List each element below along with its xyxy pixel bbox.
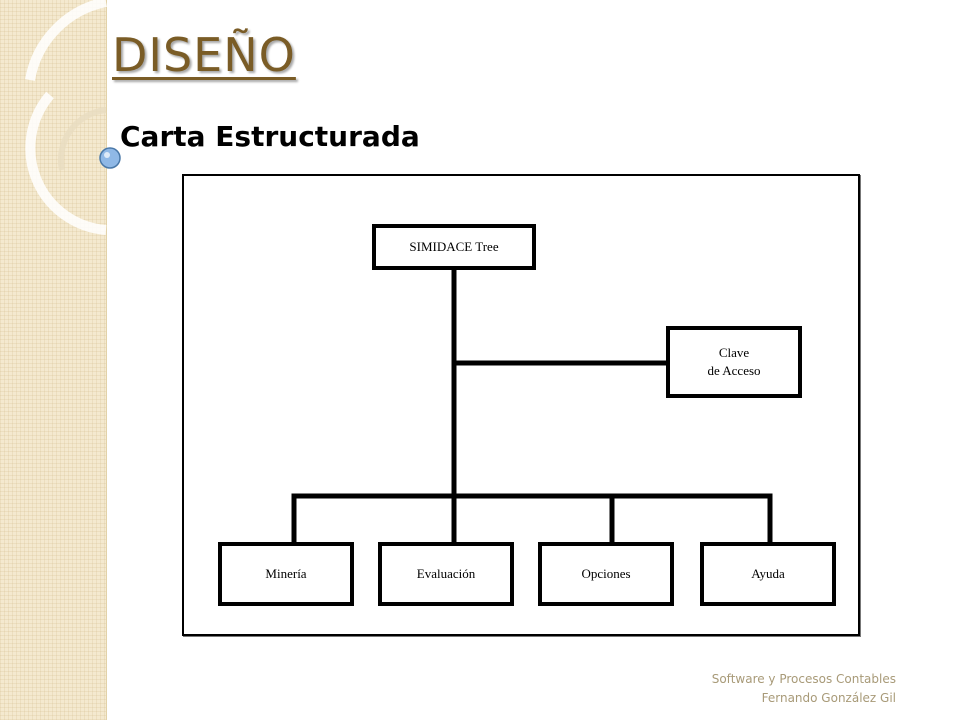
structure-chart: SIMIDACE Tree Clave de Acceso Minería Ev… bbox=[182, 174, 860, 636]
node-evaluation: Evaluación bbox=[378, 542, 514, 606]
slide-title: DISEÑO bbox=[112, 28, 296, 82]
node-mining: Minería bbox=[218, 542, 354, 606]
decorative-sidebar bbox=[0, 0, 107, 720]
node-simidace-tree: SIMIDACE Tree bbox=[372, 224, 536, 270]
decorative-rings bbox=[25, 0, 121, 235]
node-access-key: Clave de Acceso bbox=[666, 326, 802, 398]
footer-author: Fernando González Gil bbox=[761, 691, 896, 705]
connector-lines bbox=[291, 263, 773, 545]
slide-footer: Software y Procesos Contables Fernando G… bbox=[712, 670, 896, 708]
node-options: Opciones bbox=[538, 542, 674, 606]
footer-course: Software y Procesos Contables bbox=[711, 672, 896, 686]
bullet-dot bbox=[99, 147, 121, 169]
node-help: Ayuda bbox=[700, 542, 836, 606]
slide-subtitle: Carta Estructurada bbox=[120, 120, 420, 153]
